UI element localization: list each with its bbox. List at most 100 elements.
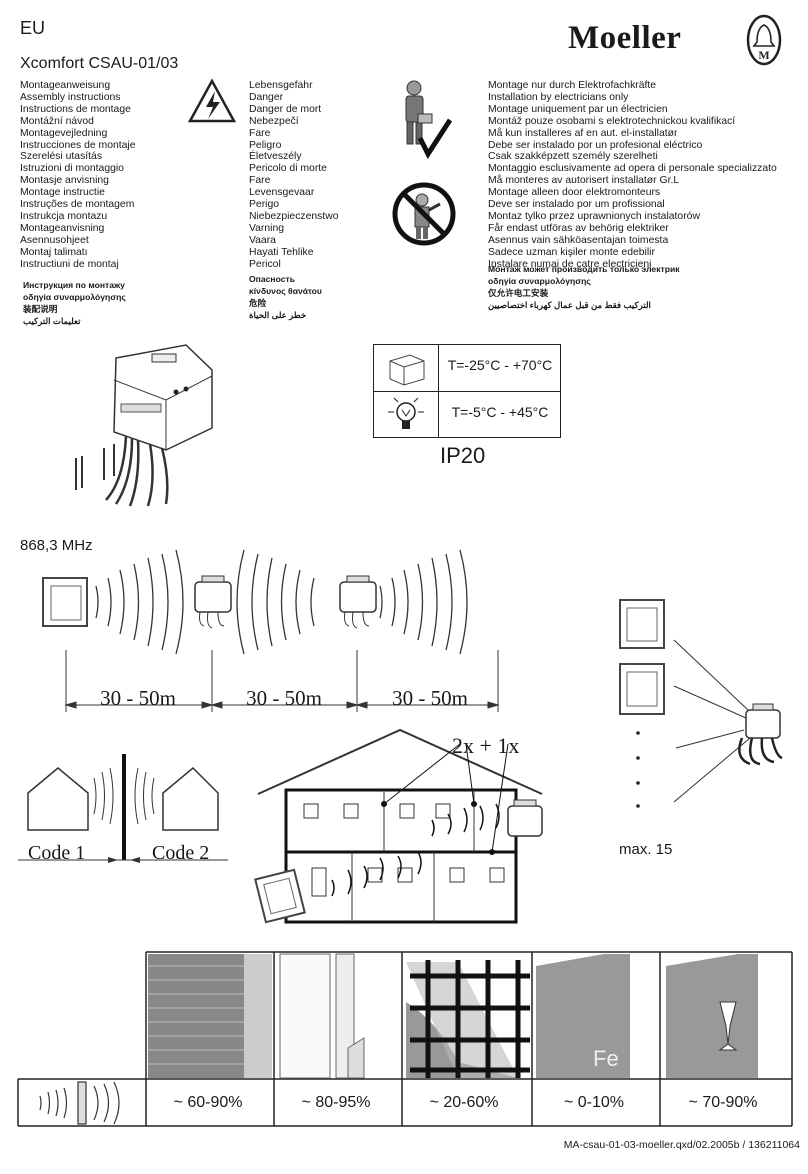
glass-attenuation-value: ~ 70-90% — [688, 1094, 758, 1111]
distance-label-2: 30 - 50m — [246, 686, 322, 710]
operating-temperature-row: T=-5°C - +45°C — [374, 391, 560, 438]
materials-attenuation-table: Fe — [17, 951, 793, 1127]
danger-label: κίνδυνος θανάτου — [249, 286, 322, 296]
instruction-label: Instruções de montagem — [20, 199, 135, 211]
instruction-label: Instructiuni de montaj — [20, 258, 119, 270]
instruction-label: Asennusohjeet — [20, 234, 89, 246]
operating-temperature: T=-5°C - +45°C — [451, 404, 549, 420]
plasterboard-attenuation-value: ~ 80-95% — [301, 1094, 371, 1111]
danger-label: Nebezpečí — [249, 115, 299, 127]
temperature-table: T=-25°C - +70°C T=-5°C - +45°C — [373, 344, 561, 438]
reinforced-concrete-icon — [406, 960, 530, 1078]
danger-label: Niebezpieczenstwo — [249, 210, 339, 222]
installer-label: Монтаж может производить только электрик — [488, 264, 680, 274]
product-name: Xcomfort CSAU-01/03 — [20, 55, 179, 72]
instruction-label: Instrucciones de montaje — [20, 139, 136, 151]
danger-label: خطر على الحياة — [249, 310, 307, 320]
brand: Moeller M — [568, 14, 786, 66]
danger-label: Levensgevaar — [249, 187, 315, 199]
danger-label: Danger — [249, 91, 284, 103]
danger-label: Fare — [249, 127, 271, 139]
ip-rating: IP20 — [440, 443, 486, 468]
danger-label: Hayati Tehlike — [249, 246, 314, 258]
installer-label: Montáž pouze osobami s elektrotechnickou… — [488, 115, 736, 127]
installer-label: Montage nur durch Elektrofachkräfte — [488, 80, 657, 91]
installer-label: Deve ser instalado por um profissional — [488, 199, 665, 211]
danger-list-extra: Опасность κίνδυνος θανάτου 危险 خطر على الحيا… — [249, 273, 322, 321]
danger-label: Varning — [249, 222, 285, 234]
metal-icon: Fe — [536, 954, 630, 1078]
instruction-label: Montážní návod — [20, 115, 94, 127]
instruction-label: Инструкция по монтажу — [23, 280, 125, 290]
frequency: 868,3 MHz — [20, 537, 93, 554]
instruction-label: Montageanweisung — [20, 80, 111, 91]
installer-label: Installation by electricians only — [488, 91, 629, 103]
storage-temperature: T=-25°C - +70°C — [447, 357, 553, 373]
danger-label: Опасность — [249, 274, 296, 284]
concrete-attenuation-value: ~ 20-60% — [429, 1094, 499, 1111]
instruction-label: Istruzioni di montaggio — [20, 163, 124, 175]
distance-label-1: 30 - 50m — [100, 686, 176, 710]
storage-temperature-row: T=-25°C - +70°C — [374, 345, 560, 391]
radio-waves — [95, 549, 468, 655]
document-footer: MA-csau-01-03-moeller.qxd/02.2005b / 136… — [563, 1139, 800, 1151]
code-separation-diagram — [18, 754, 228, 863]
brick-wall-icon — [148, 954, 272, 1078]
distance-markers — [64, 650, 500, 712]
installer-label: οδηγία συναρμολόγησης — [488, 276, 591, 286]
instruction-label: Instructions de montage — [20, 103, 131, 115]
light-bulb-icon — [374, 392, 439, 438]
metal-symbol-label: Fe — [593, 1046, 619, 1071]
installer-label: Får endast utföras av behörig elektriker — [488, 222, 669, 234]
actuator-icon-2 — [339, 575, 377, 629]
multi-sender-diagram — [619, 599, 783, 808]
wall-switch-icon — [42, 577, 88, 627]
max-senders-label: max. 15 — [619, 841, 673, 858]
installer-label: Montage alleen door elektromonteurs — [488, 187, 661, 199]
bell-logo-icon: M — [746, 14, 782, 66]
instructions-list-extra: Инструкция по монтажу οδηγία συναρμολόγησ… — [23, 279, 126, 327]
danger-label: Életveszély — [249, 151, 302, 163]
instruction-label: Szerelési utasítás — [20, 151, 103, 163]
radio-wave-attenuation-icon — [39, 1081, 120, 1125]
instruction-label: Instrukcja montazu — [20, 210, 108, 222]
instruction-label: Montasje anvisning — [20, 175, 109, 187]
installer-label: Montaz tylko przez uprawnionych instalat… — [488, 210, 700, 222]
installer-label: 仅允许电工安装 — [488, 288, 549, 298]
building-diagram — [254, 728, 543, 924]
danger-label: Vaara — [249, 234, 276, 246]
code-2-label: Code 2 — [152, 842, 210, 864]
instruction-label: οδηγία συναρμολόγησης — [23, 292, 126, 302]
danger-label: Fare — [249, 175, 271, 187]
installer-label: Instalare numai de catre electricieni — [488, 258, 652, 270]
installer-label: Asennus vain sähköasentajan toimesta — [488, 234, 669, 246]
danger-label: Danger de mort — [249, 103, 322, 115]
instruction-label: Montaj talimatı — [20, 246, 88, 258]
installer-label: Montaggio esclusivamente ad opera di per… — [488, 163, 777, 175]
actuator-count-label: 2x + 1x — [452, 733, 520, 758]
brick-attenuation-value: ~ 60-90% — [173, 1094, 243, 1111]
instruction-label: تعليمات التركيب — [23, 316, 81, 326]
danger-label: Peligro — [249, 139, 282, 151]
instruction-label: 装配说明 — [23, 304, 58, 314]
danger-label: Perigo — [249, 199, 280, 211]
danger-label: 危险 — [249, 298, 267, 308]
code-1-label: Code 1 — [28, 842, 86, 864]
package-icon — [374, 345, 439, 391]
actuator-icon-1 — [194, 575, 232, 629]
installer-label: Må monteres av autorisert installatør Gr… — [488, 175, 680, 187]
danger-label: Lebensgefahr — [249, 80, 313, 91]
distance-label-3: 30 - 50m — [392, 686, 468, 710]
installer-label: Må kun installeres af en aut. el-install… — [488, 127, 678, 139]
installer-label: التركيب فقط من قبل عمال كهرباء اختصاصيين — [488, 300, 651, 310]
device-illustration — [75, 344, 213, 507]
brand-name: Moeller — [568, 20, 682, 56]
plasterboard-icon — [279, 953, 365, 1079]
installer-label: Sadece uzman kişiler monte edebilir — [488, 246, 655, 258]
instruction-label: Montage instructie — [20, 187, 105, 199]
non-electrician-prohibited-icon — [392, 182, 456, 246]
danger-warning-icon — [187, 78, 237, 123]
